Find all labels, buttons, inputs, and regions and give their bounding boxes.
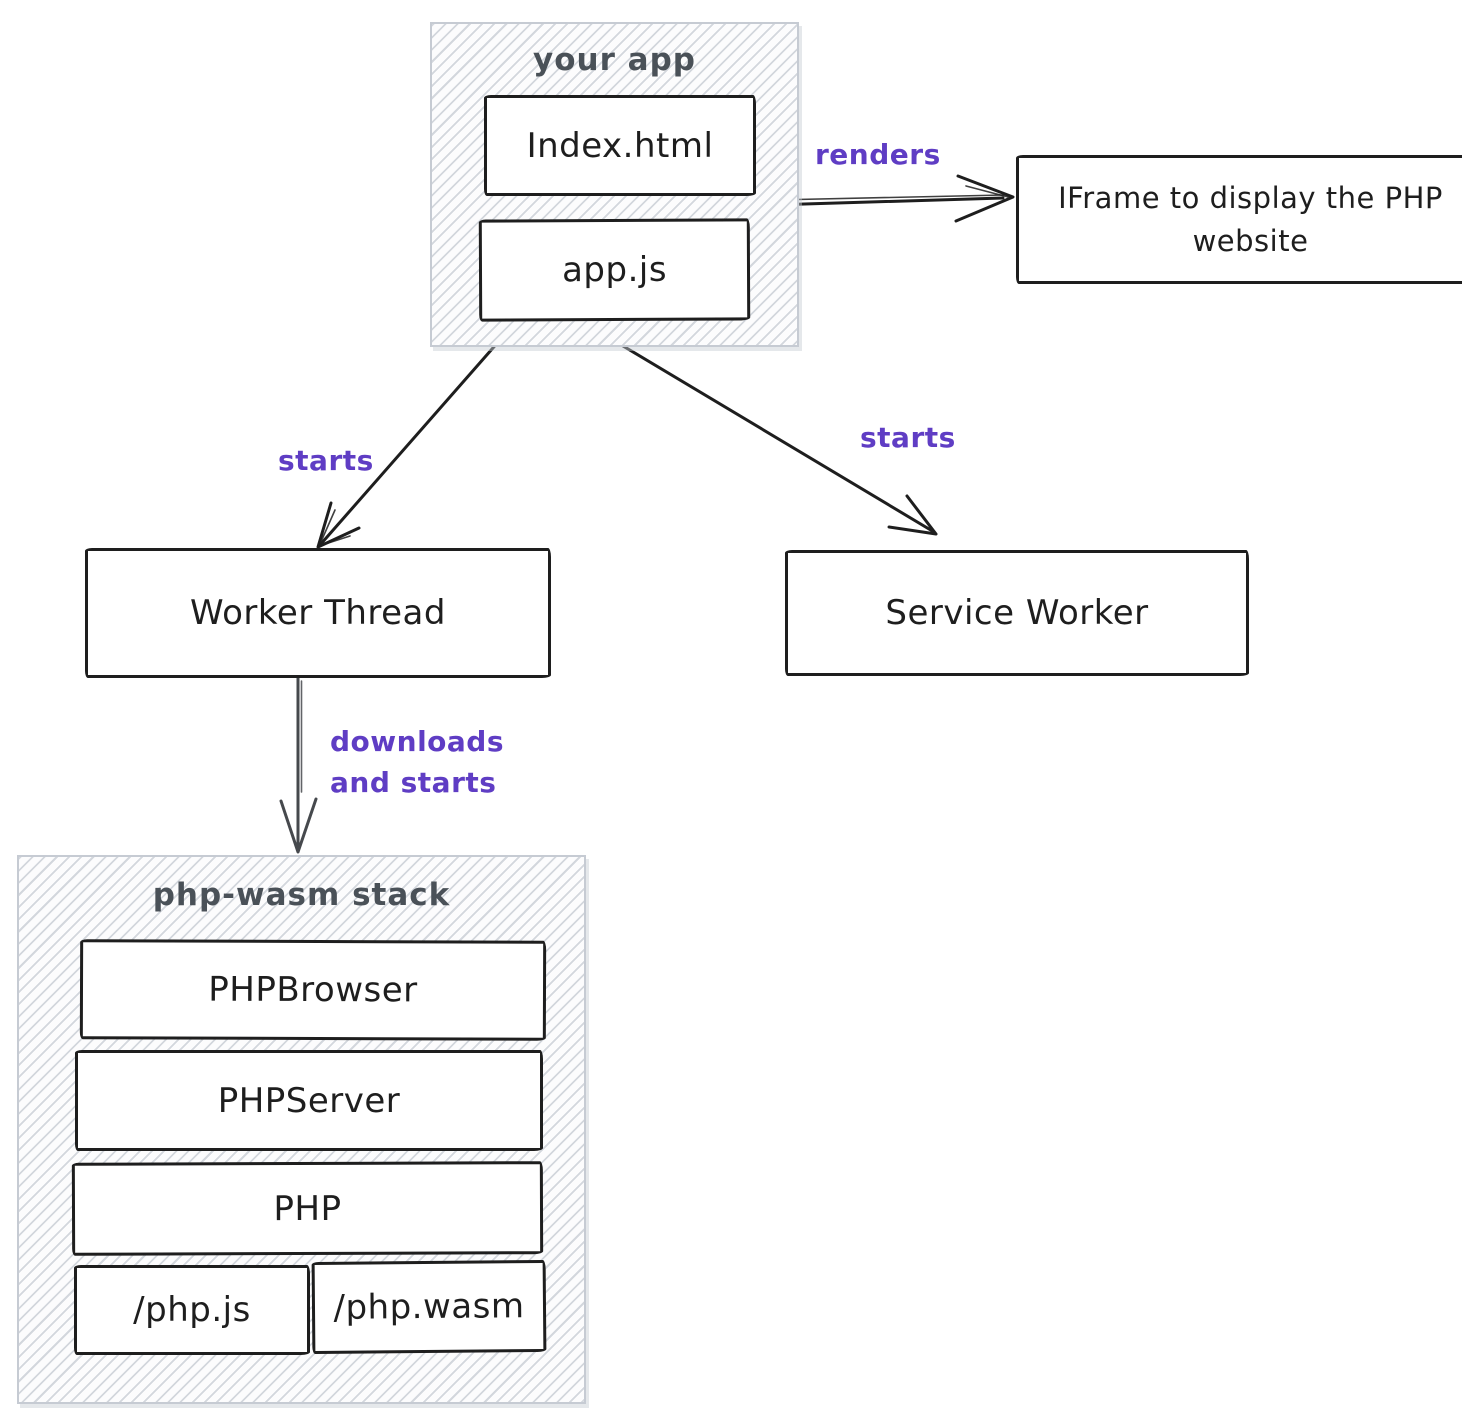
your-app-title: your app	[533, 42, 696, 78]
starts-worker-label: starts	[278, 444, 374, 477]
node-php-js: /php.js	[74, 1265, 310, 1355]
node-app-js: app.js	[478, 218, 751, 322]
php-wasm-stack-container: php-wasm stack PHPBrowser PHPServer PHP …	[17, 855, 586, 1404]
node-php: PHP	[71, 1161, 544, 1256]
php-wasm-stack-title: php-wasm stack	[152, 877, 451, 913]
node-service-worker-label: Service Worker	[885, 593, 1149, 633]
your-app-container: your app Index.html app.js	[430, 22, 799, 347]
node-service-worker: Service Worker	[785, 550, 1249, 676]
node-iframe: IFrame to display the PHP website	[1016, 155, 1462, 284]
starts-worker-arrow	[316, 314, 523, 549]
node-iframe-label: IFrame to display the PHP website	[1058, 181, 1443, 258]
node-app-js-label: app.js	[561, 249, 668, 291]
node-php-server: PHPServer	[75, 1050, 543, 1151]
downloads-arrow	[279, 676, 318, 854]
starts-service-label: starts	[860, 421, 956, 454]
node-php-server-label: PHPServer	[217, 1080, 401, 1121]
node-php-browser: PHPBrowser	[79, 939, 547, 1041]
node-worker-thread-label: Worker Thread	[190, 593, 446, 633]
renders-label: renders	[815, 138, 941, 171]
downloads-label-line1: downloads	[330, 725, 505, 758]
node-php-js-label: /php.js	[133, 1290, 251, 1330]
node-php-wasm-label: /php.wasm	[333, 1286, 525, 1328]
renders-arrow	[770, 174, 1015, 223]
downloads-label-line2: and starts	[330, 765, 497, 799]
node-worker-thread: Worker Thread	[85, 548, 551, 678]
node-php-wasm: /php.wasm	[311, 1259, 547, 1355]
node-php-label: PHP	[273, 1188, 342, 1229]
node-index-html: Index.html	[484, 95, 756, 196]
downloads-label: downloads and starts	[330, 722, 504, 803]
node-index-html-label: Index.html	[526, 125, 714, 166]
node-php-browser-label: PHPBrowser	[208, 969, 418, 1011]
